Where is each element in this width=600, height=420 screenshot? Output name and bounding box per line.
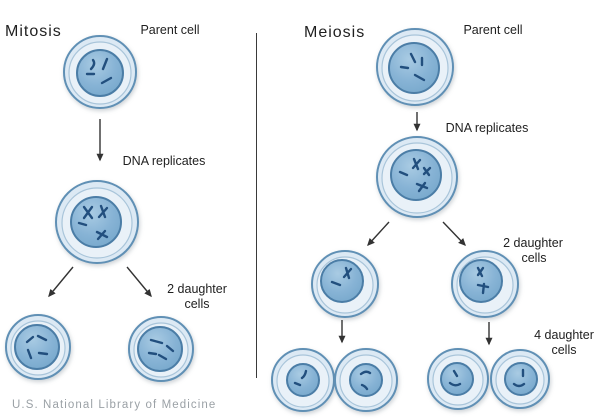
meiosis-parent-cell-label: Parent cell bbox=[463, 23, 522, 37]
meiosis-final-cell-1 bbox=[271, 348, 335, 412]
cell-nucleus bbox=[76, 49, 124, 97]
meiosis-four-daughter-label-line1: 4 daughter bbox=[534, 328, 594, 342]
chromosomes-icon bbox=[330, 266, 353, 287]
meiosis-daughter-cell-right bbox=[451, 250, 519, 318]
chromosomes-icon bbox=[512, 368, 526, 388]
attribution-text: U.S. National Library of Medicine bbox=[12, 399, 216, 411]
meiosis-parent-cell bbox=[376, 28, 454, 106]
cell-nucleus bbox=[388, 42, 440, 94]
chromosomes-icon bbox=[476, 266, 490, 295]
cell-nucleus bbox=[14, 324, 60, 370]
cell-nucleus bbox=[70, 196, 122, 248]
cell-nucleus bbox=[286, 363, 320, 397]
chromosomes-icon bbox=[399, 52, 426, 82]
meiosis-final-cell-3 bbox=[427, 348, 489, 410]
cell-nucleus bbox=[440, 362, 474, 396]
chromosomes-icon bbox=[25, 334, 49, 360]
mitosis-parent-cell-label: Parent cell bbox=[140, 23, 199, 37]
chromosomes-icon bbox=[359, 370, 372, 391]
meiosis-two-daughter-label-line1: 2 daughter bbox=[503, 236, 563, 250]
mitosis-replicated-cell bbox=[55, 180, 139, 264]
meiosis-two-daughter-label-line2: cells bbox=[521, 251, 546, 265]
chromosomes-icon bbox=[77, 204, 109, 241]
mitosis-title: Mitosis bbox=[5, 23, 62, 40]
mitosis-parent-cell bbox=[63, 35, 137, 109]
cell-nucleus bbox=[137, 326, 183, 372]
mitosis-split-arrow-left bbox=[48, 266, 74, 298]
mitosis-split-arrow-right bbox=[126, 266, 152, 298]
meiosis-dna-label: DNA replicates bbox=[446, 121, 529, 135]
meiosis-four-daughter-label-line2: cells bbox=[551, 343, 576, 357]
cell-nucleus bbox=[320, 259, 364, 303]
cell-nucleus bbox=[504, 362, 538, 396]
mitosis-daughter-cell-left bbox=[5, 314, 71, 380]
chromosomes-icon bbox=[448, 369, 462, 387]
cell-nucleus bbox=[459, 259, 503, 303]
meiosis-title: Meiosis bbox=[304, 24, 365, 41]
chromosomes-icon bbox=[85, 57, 113, 85]
mitosis-daughter-label-line2: cells bbox=[184, 297, 209, 311]
meiosis-final-cell-4 bbox=[490, 349, 550, 409]
meiosis-final-cell-2 bbox=[334, 348, 398, 412]
mitosis-daughter-cell-right bbox=[128, 316, 194, 382]
chromosomes-icon bbox=[398, 157, 432, 193]
chromosomes-icon bbox=[147, 338, 175, 361]
chromosomes-icon bbox=[293, 369, 308, 387]
cell-nucleus bbox=[390, 149, 442, 201]
meiosis-replicated-cell bbox=[376, 136, 458, 218]
meiosis-split-arrow-left bbox=[367, 221, 390, 247]
meiosis-split-arrow-right bbox=[442, 221, 466, 247]
meiosis-daughter-cell-left bbox=[311, 250, 379, 318]
mitosis-dna-label: DNA replicates bbox=[123, 154, 206, 168]
cell-nucleus bbox=[349, 363, 383, 397]
mitosis-daughter-label-line1: 2 daughter bbox=[167, 282, 227, 296]
